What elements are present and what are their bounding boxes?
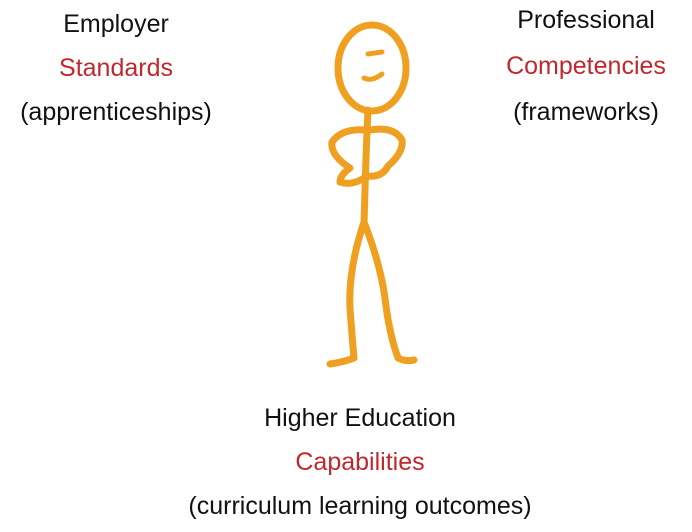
figure-left-leg [326,218,368,368]
professional-term: Competencies [506,52,666,80]
figure-right-arm [362,125,406,180]
figure-torso [360,106,372,229]
employer-heading: Employer [63,10,169,38]
employer-label-group: Employer Standards (apprenticeships) [0,12,232,125]
stick-figure-icon [290,10,430,395]
employer-note: (apprenticeships) [20,98,212,126]
professional-heading: Professional [517,6,655,34]
higher-education-note: (curriculum learning outcomes) [188,492,532,520]
higher-education-term: Capabilities [295,448,425,476]
figure-right-leg [360,218,418,365]
higher-education-heading: Higher Education [264,404,456,432]
figure-mouth [361,71,385,82]
professional-label-group: Professional Competencies (frameworks) [480,8,692,125]
figure-head [334,21,410,115]
figure-left-arm [328,126,370,187]
figure-eyes [365,49,385,57]
employer-term: Standards [59,54,173,82]
professional-note: (frameworks) [513,98,659,126]
higher-education-label-group: Higher Education Capabilities (curriculu… [80,406,640,519]
